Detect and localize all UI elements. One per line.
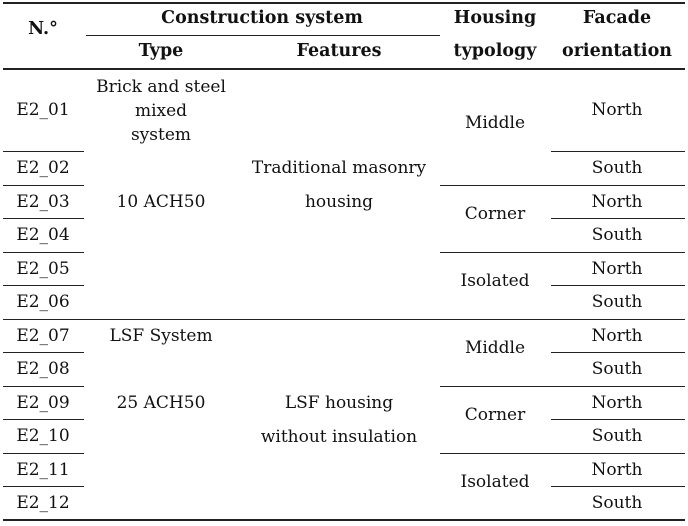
row-id: E2_04	[16, 225, 70, 245]
bottom-rule	[3, 519, 685, 521]
type-ach: 10 ACH50	[116, 192, 206, 212]
orientation-cell: South	[591, 225, 643, 245]
construction-system-underline	[86, 35, 440, 36]
header-typology: typology	[453, 41, 537, 61]
type-ach: 25 ACH50	[116, 393, 206, 413]
row-id: E2_11	[16, 460, 70, 480]
row-sep	[3, 285, 84, 286]
type-line: system	[130, 125, 192, 145]
orientation-cell: South	[591, 426, 643, 446]
orientation-cell: North	[591, 192, 643, 212]
row-sep	[551, 352, 685, 353]
features-line: without insulation	[260, 427, 418, 447]
header-no: N.°	[28, 19, 58, 39]
row-id: E2_05	[16, 259, 70, 279]
group-sep	[3, 319, 685, 320]
top-rule	[3, 2, 685, 4]
row-sep	[3, 218, 84, 219]
header-construction-system: Construction system	[161, 8, 363, 28]
row-sep	[3, 185, 84, 186]
features-line: LSF housing	[284, 393, 394, 413]
row-id: E2_10	[16, 426, 70, 446]
header-housing: Housing	[453, 8, 537, 28]
header-facade: Facade	[582, 8, 652, 28]
typology-cell: Middle	[464, 113, 526, 133]
row-sep	[551, 486, 685, 487]
typology-cell: Corner	[464, 204, 526, 224]
type-name: LSF System	[109, 326, 213, 346]
row-sep	[440, 386, 685, 387]
row-id: E2_07	[16, 326, 70, 346]
row-sep	[551, 151, 685, 152]
row-sep	[440, 453, 685, 454]
header-bottom-rule	[3, 68, 685, 70]
orientation-cell: South	[591, 292, 643, 312]
type-line: Brick and steel	[96, 77, 226, 97]
typology-cell: Isolated	[460, 472, 530, 492]
row-sep	[3, 386, 84, 387]
row-sep	[3, 486, 84, 487]
features-line: housing	[304, 192, 374, 212]
header-type: Type	[138, 41, 184, 61]
row-sep	[551, 419, 685, 420]
orientation-cell: North	[591, 259, 643, 279]
typology-cell: Isolated	[460, 271, 530, 291]
row-sep	[3, 419, 84, 420]
row-id: E2_03	[16, 192, 70, 212]
row-sep	[3, 151, 84, 152]
orientation-cell: South	[591, 359, 643, 379]
row-id: E2_09	[16, 393, 70, 413]
row-sep	[551, 285, 685, 286]
row-sep	[551, 218, 685, 219]
row-id: E2_12	[16, 493, 70, 513]
row-sep	[3, 252, 84, 253]
header-features: Features	[296, 41, 382, 61]
row-sep	[3, 453, 84, 454]
orientation-cell: North	[591, 460, 643, 480]
header-orientation: orientation	[562, 41, 672, 61]
row-id: E2_08	[16, 359, 70, 379]
row-sep	[3, 352, 84, 353]
orientation-cell: North	[591, 326, 643, 346]
type-line: mixed	[134, 101, 188, 121]
typology-cell: Middle	[464, 338, 526, 358]
row-id: E2_02	[16, 158, 70, 178]
typology-cell: Corner	[464, 405, 526, 425]
row-id: E2_06	[16, 292, 70, 312]
row-id: E2_01	[16, 100, 70, 120]
orientation-cell: North	[591, 100, 643, 120]
row-sep	[440, 252, 685, 253]
orientation-cell: North	[591, 393, 643, 413]
orientation-cell: South	[591, 158, 643, 178]
row-sep	[440, 185, 685, 186]
orientation-cell: South	[591, 493, 643, 513]
features-line: Traditional masonry	[251, 158, 427, 178]
